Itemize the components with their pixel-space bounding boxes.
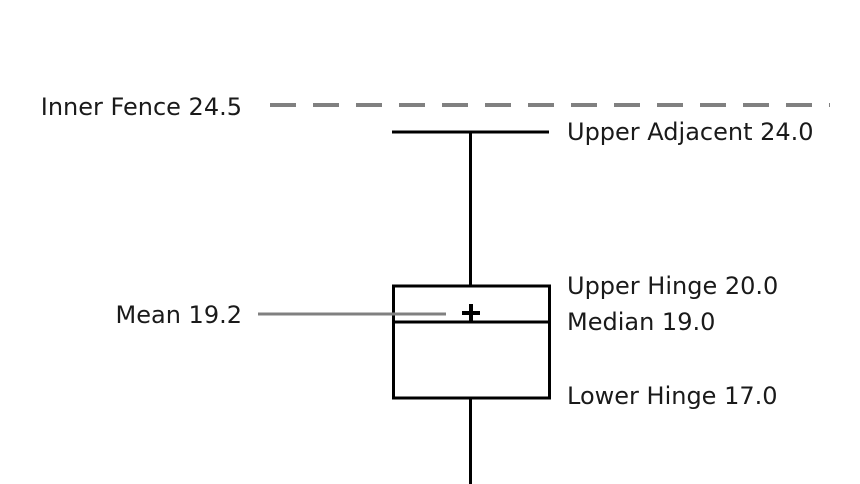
upper-hinge-label: Upper Hinge 20.0 <box>567 272 778 300</box>
mean-label: Mean 19.2 <box>116 301 242 329</box>
median-label: Median 19.0 <box>567 308 715 336</box>
iqr-box <box>392 284 551 400</box>
lower-hinge-label: Lower Hinge 17.0 <box>567 382 778 410</box>
inner-fence-label: Inner Fence 24.5 <box>41 93 242 121</box>
mean-marker <box>462 304 480 322</box>
upper-adjacent-label: Upper Adjacent 24.0 <box>567 118 814 146</box>
